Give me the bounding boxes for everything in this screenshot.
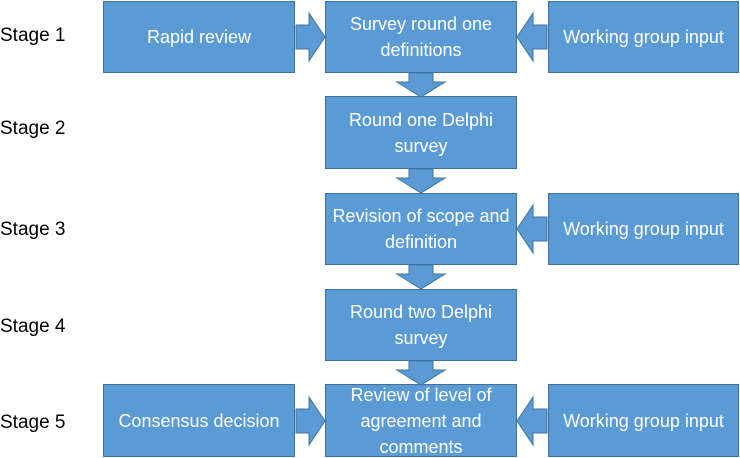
working-group-input-text-stage-3: Working group input xyxy=(563,219,724,239)
review-agreement-text: Review of level of agreement and comment… xyxy=(350,384,492,457)
arrow-right-icon xyxy=(295,11,326,63)
working-group-input-box-stage-5: Working group input xyxy=(548,384,739,457)
stage-4-label: Stage 4 xyxy=(0,316,66,337)
revision-scope-box: Revision of scope and definition xyxy=(325,193,517,265)
stage-2-label: Stage 2 xyxy=(0,118,66,139)
survey-round-one-text: Survey round one definitions xyxy=(349,14,493,60)
stage-5-label: Stage 5 xyxy=(0,412,66,433)
arrow-down-icon xyxy=(395,264,447,290)
survey-round-one-box: Survey round one definitions xyxy=(325,1,517,73)
arrow-left-icon xyxy=(516,395,548,447)
working-group-input-box-stage-3: Working group input xyxy=(548,193,739,265)
round-one-delphi-text: Round one Delphi survey xyxy=(348,109,494,156)
working-group-input-box-stage-1: Working group input xyxy=(548,1,739,73)
arrow-right-icon xyxy=(295,395,326,447)
review-agreement-box: Review of level of agreement and comment… xyxy=(325,384,517,457)
arrow-down-icon xyxy=(395,168,447,194)
stage-1-label: Stage 1 xyxy=(0,25,66,46)
consensus-decision-box: Consensus decision xyxy=(103,384,295,457)
consensus-decision-text: Consensus decision xyxy=(118,410,280,431)
round-two-delphi-text: Round two Delphi survey xyxy=(349,302,493,348)
rapid-review-text: Rapid review xyxy=(146,27,252,47)
working-group-input-text-stage-1: Working group input xyxy=(563,27,724,47)
rapid-review-box: Rapid review xyxy=(103,1,295,73)
arrow-left-icon xyxy=(516,11,548,63)
revision-scope-text: Revision of scope and definition xyxy=(332,206,510,252)
arrow-left-icon xyxy=(516,203,548,255)
working-group-input-text-stage-5: Working group input xyxy=(563,410,724,431)
stage-3-label: Stage 3 xyxy=(0,219,66,240)
round-one-delphi-box: Round one Delphi survey xyxy=(325,96,517,169)
round-two-delphi-box: Round two Delphi survey xyxy=(325,289,517,361)
arrow-down-icon xyxy=(395,72,447,98)
